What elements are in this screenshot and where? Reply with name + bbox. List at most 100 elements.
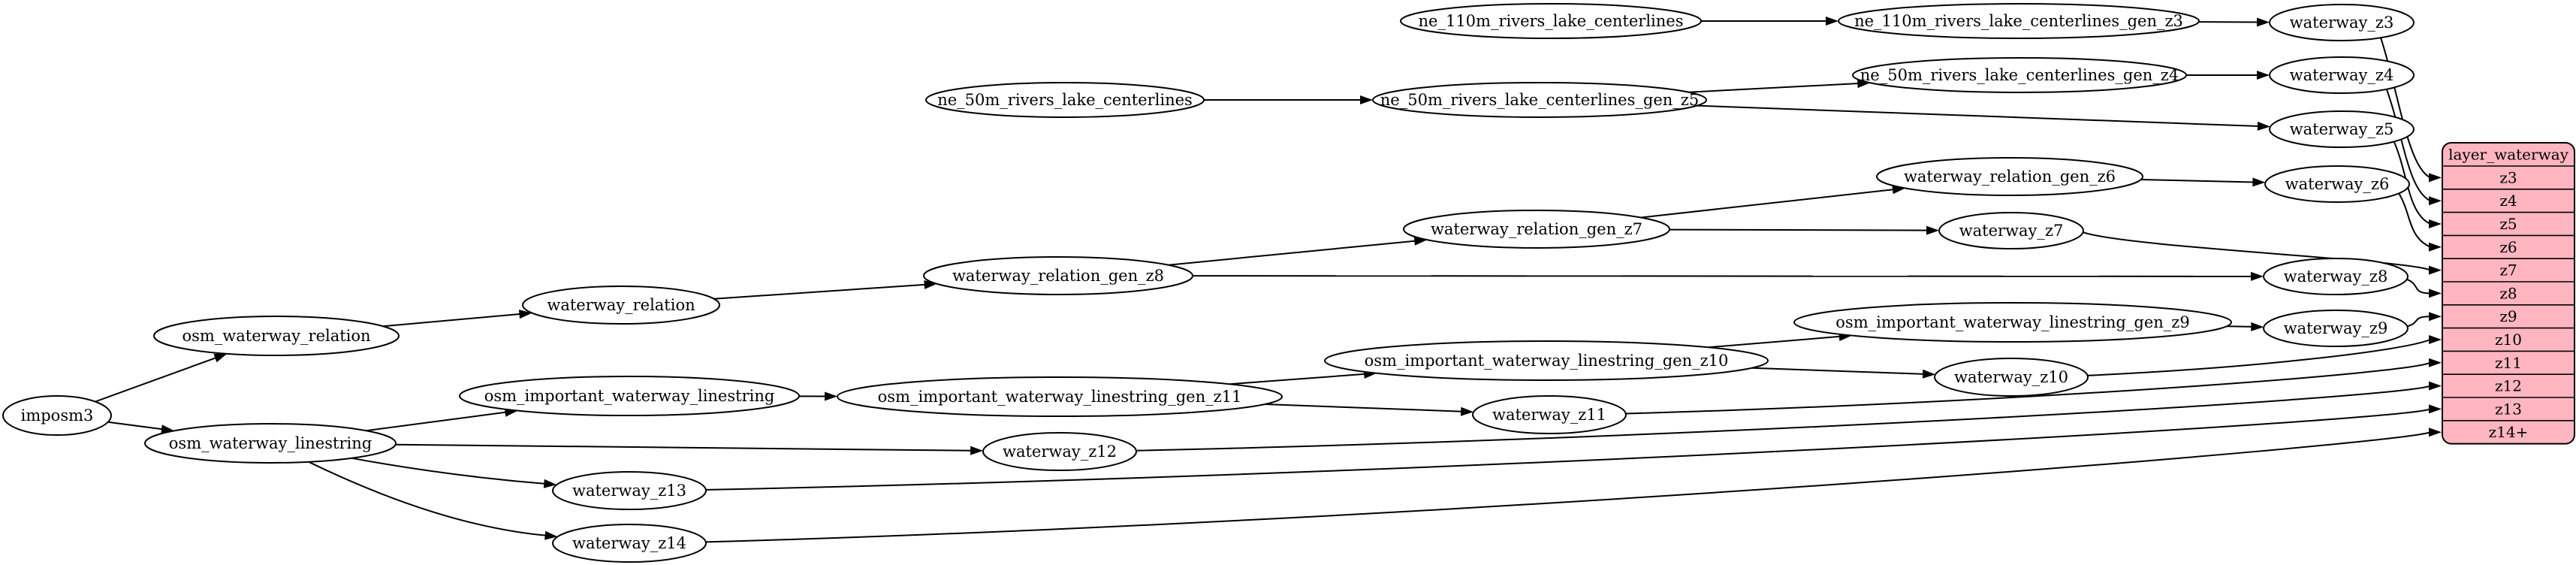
table-outline bbox=[2442, 142, 2575, 445]
node-waterway_z6: waterway_z6 bbox=[2264, 165, 2410, 203]
node-waterway_z9: waterway_z9 bbox=[2263, 310, 2409, 347]
node-label: waterway_z11 bbox=[1492, 406, 1606, 424]
node-ellipse bbox=[1403, 210, 1670, 249]
arrow-head-icon bbox=[1460, 406, 1474, 416]
table-row-z7: z7 bbox=[2499, 261, 2517, 279]
table-row-label: z13 bbox=[2495, 400, 2522, 418]
arrow-head-icon bbox=[2257, 17, 2270, 27]
node-label: waterway_relation_gen_z8 bbox=[952, 267, 1164, 285]
node-ellipse bbox=[144, 423, 397, 464]
arrow-head-icon bbox=[970, 446, 984, 455]
edge-ne_50m_rivers_lake_centerlines_gen_z5-to-waterway_z5 bbox=[1697, 104, 2270, 131]
node-label: waterway_relation_gen_z7 bbox=[1431, 220, 1642, 238]
node-label: ne_50m_rivers_lake_centerlines_gen_z5 bbox=[1380, 91, 1699, 109]
arrow-head-icon bbox=[2429, 265, 2442, 275]
arrow-head-icon bbox=[825, 391, 838, 401]
edge-line bbox=[2406, 278, 2431, 295]
node-ellipse bbox=[923, 256, 1193, 295]
node-label: waterway_z12 bbox=[1003, 443, 1117, 461]
node-ellipse bbox=[1938, 212, 2084, 249]
edge-line bbox=[308, 461, 547, 536]
table-row-z5: z5 bbox=[2499, 215, 2517, 233]
edge-waterway_z10-to-row-z10 bbox=[2087, 335, 2442, 376]
node-waterway_z3: waterway_z3 bbox=[2269, 4, 2415, 41]
node-label: waterway_z3 bbox=[2290, 14, 2394, 32]
table-row-z13: z13 bbox=[2495, 400, 2522, 418]
node-label: waterway_z7 bbox=[1959, 222, 2064, 240]
table-row-label: z6 bbox=[2499, 238, 2517, 256]
edge-osm_important_waterway_linestring_gen_z11-to-osm_important_waterway_linestring_gen_z10 bbox=[1229, 370, 1377, 385]
edge-osm_waterway_relation-to-waterway_relation bbox=[383, 310, 532, 328]
table-row-label: z5 bbox=[2499, 215, 2517, 233]
arrow-head-icon bbox=[924, 280, 937, 289]
edge-line bbox=[2385, 89, 2431, 202]
arrow-head-icon bbox=[2429, 242, 2442, 252]
node-ellipse bbox=[552, 471, 707, 510]
edge-line bbox=[1751, 367, 1925, 375]
table-row-z3: z3 bbox=[2499, 168, 2517, 186]
node-label: osm_important_waterway_linestring_gen_z9 bbox=[1835, 313, 2189, 331]
node-ellipse bbox=[153, 316, 400, 356]
edge-line bbox=[2226, 325, 2253, 328]
nodes: imposm3osm_waterway_relationosm_waterway… bbox=[2, 3, 2415, 563]
arrow-head-icon bbox=[543, 479, 557, 488]
edge-ne_50m_rivers_lake_centerlines_gen_z5-to-ne_50m_rivers_lake_centerlines_gen_z4 bbox=[1688, 79, 1871, 93]
edge-waterway_z7-to-row-z7 bbox=[2083, 231, 2442, 275]
table-row-z9: z9 bbox=[2499, 307, 2517, 325]
arrow-head-icon bbox=[1926, 225, 1939, 235]
arrow-head-icon bbox=[2429, 358, 2442, 367]
node-ellipse bbox=[2263, 310, 2409, 347]
node-label: ne_110m_rivers_lake_centerlines bbox=[1419, 12, 1684, 30]
edge-line bbox=[713, 283, 926, 300]
node-waterway_z7: waterway_z7 bbox=[1938, 212, 2084, 249]
edge-imposm3-to-osm_waterway_relation bbox=[95, 353, 228, 403]
edge-ne_50m_rivers_lake_centerlines-to-ne_50m_rivers_lake_centerlines_gen_z5 bbox=[1204, 95, 1373, 104]
arrow-head-icon bbox=[2252, 177, 2266, 187]
edge-waterway_z6-to-row-z6 bbox=[2398, 192, 2442, 252]
arrow-head-icon bbox=[2429, 196, 2442, 206]
edge-line bbox=[705, 408, 2431, 491]
arrow-head-icon bbox=[1413, 236, 1428, 246]
edge-ne_110m_rivers_lake_centerlines_gen_z3-to-waterway_z3 bbox=[2198, 17, 2270, 27]
arrow-head-icon bbox=[2429, 404, 2442, 414]
edge-line bbox=[1688, 83, 1860, 93]
edge-line bbox=[95, 356, 217, 403]
edge-waterway_z14-to-row-z14+ bbox=[705, 428, 2442, 543]
edge-waterway_relation_gen_z8-to-waterway_relation_gen_z7 bbox=[1168, 236, 1428, 266]
edge-waterway_z4-to-row-z4 bbox=[2385, 89, 2442, 206]
edge-osm_important_waterway_linestring_gen_z9-to-waterway_z9 bbox=[2226, 322, 2264, 331]
node-waterway_z11: waterway_z11 bbox=[1472, 395, 1627, 434]
edge-line bbox=[1640, 189, 1895, 219]
node-osm_important_waterway_linestring_gen_z10: osm_important_waterway_linestring_gen_z1… bbox=[1324, 340, 1769, 381]
table-row-z4: z4 bbox=[2499, 192, 2517, 210]
node-ne_50m_rivers_lake_centerlines: ne_50m_rivers_lake_centerlines bbox=[925, 82, 1205, 118]
edge-line bbox=[1264, 403, 1463, 412]
node-ne_50m_rivers_lake_centerlines_gen_z4: ne_50m_rivers_lake_centerlines_gen_z4 bbox=[1852, 57, 2187, 93]
node-label: waterway_relation bbox=[547, 296, 695, 314]
arrow-head-icon bbox=[2251, 322, 2264, 331]
node-label: waterway_relation_gen_z6 bbox=[1904, 168, 2116, 186]
node-ellipse bbox=[1838, 3, 2200, 39]
arrow-head-icon bbox=[2429, 335, 2442, 344]
edge-line bbox=[2407, 316, 2431, 328]
edge-line bbox=[366, 411, 507, 432]
node-label: osm_important_waterway_linestring bbox=[484, 387, 775, 405]
edge-waterway_relation_gen_z7-to-waterway_relation_gen_z6 bbox=[1640, 185, 1905, 219]
node-ellipse bbox=[1852, 57, 2187, 93]
edge-line bbox=[1708, 335, 1841, 349]
node-ellipse bbox=[1793, 302, 2232, 343]
edge-osm_important_waterway_linestring_gen_z10-to-waterway_z10 bbox=[1751, 367, 1936, 379]
arrow-head-icon bbox=[2251, 271, 2264, 281]
table-row-z10: z10 bbox=[2495, 331, 2522, 349]
table-row-z6: z6 bbox=[2499, 238, 2517, 256]
node-ellipse bbox=[2269, 110, 2415, 148]
node-waterway_z5: waterway_z5 bbox=[2269, 110, 2415, 148]
node-imposm3: imposm3 bbox=[2, 395, 112, 436]
node-label: waterway_z13 bbox=[572, 482, 686, 500]
table-row-label: z14+ bbox=[2489, 423, 2529, 441]
edge-line bbox=[1136, 385, 2431, 452]
edge-osm_waterway_linestring-to-waterway_z14 bbox=[308, 461, 558, 540]
node-label: waterway_z8 bbox=[2284, 267, 2388, 286]
edge-ne_50m_rivers_lake_centerlines_gen_z4-to-waterway_z4 bbox=[2186, 71, 2270, 80]
